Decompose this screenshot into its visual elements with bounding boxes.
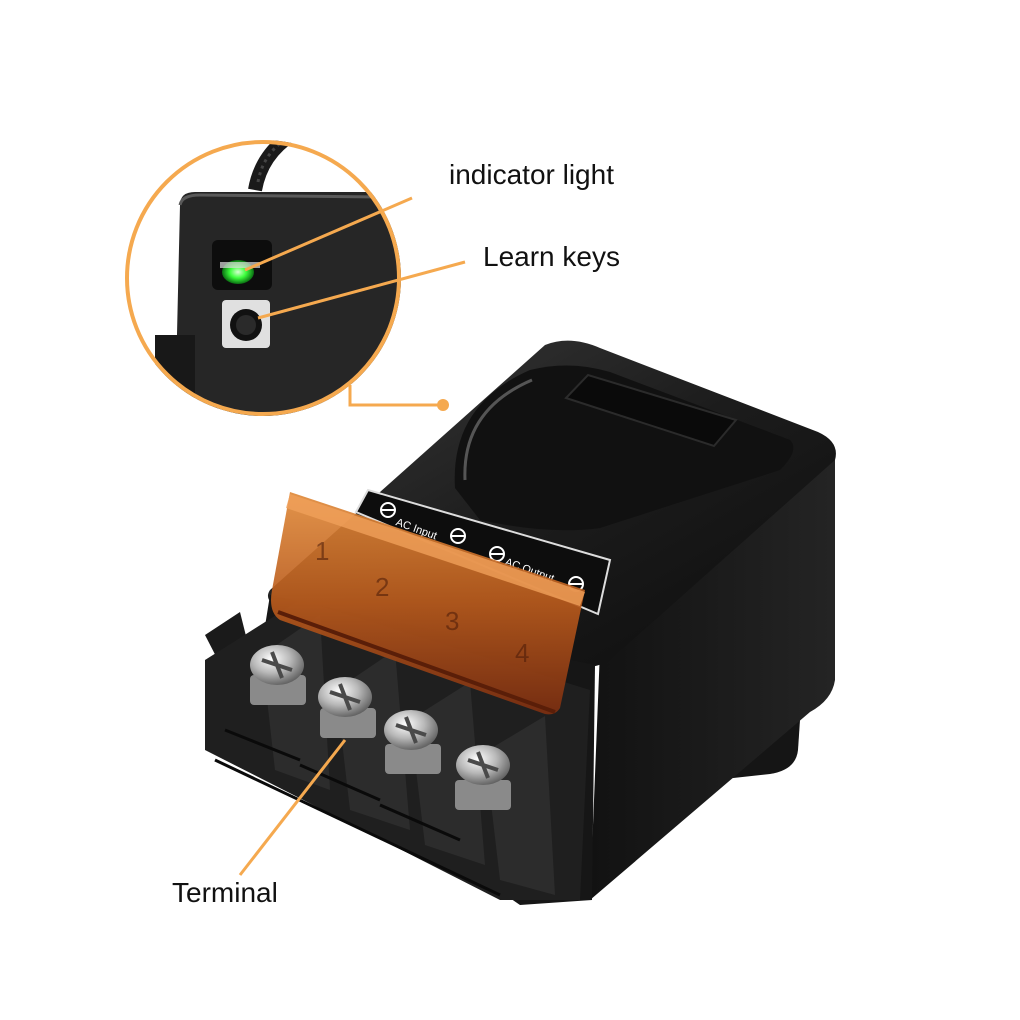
indicator-light-label: indicator light [449, 159, 614, 190]
learn-keys-callout-line [257, 260, 466, 320]
learn-keys-label: Learn keys [483, 241, 620, 272]
inset-zoom-view [125, 140, 401, 416]
indicator-callout-line [244, 196, 413, 272]
terminal-number-3: 3 [445, 606, 459, 636]
indicator-led [220, 260, 260, 284]
terminal-screws [250, 645, 511, 810]
terminal-screw-4 [455, 745, 511, 810]
terminal-cover [271, 492, 585, 715]
terminal-screw-1 [250, 645, 306, 705]
terminal-screw-2 [318, 677, 376, 738]
terminal-label: Terminal [172, 877, 278, 908]
terminal-number-2: 2 [375, 572, 389, 602]
callout-lines [238, 196, 466, 876]
inset-connector-line [348, 385, 440, 407]
learn-key-button [230, 309, 262, 341]
terminal-number-1: 1 [315, 536, 329, 566]
terminal-screw-3 [384, 710, 441, 774]
terminal-number-4: 4 [515, 638, 529, 668]
inset-connector-dot [437, 399, 449, 411]
terminal-callout-line [238, 739, 347, 876]
